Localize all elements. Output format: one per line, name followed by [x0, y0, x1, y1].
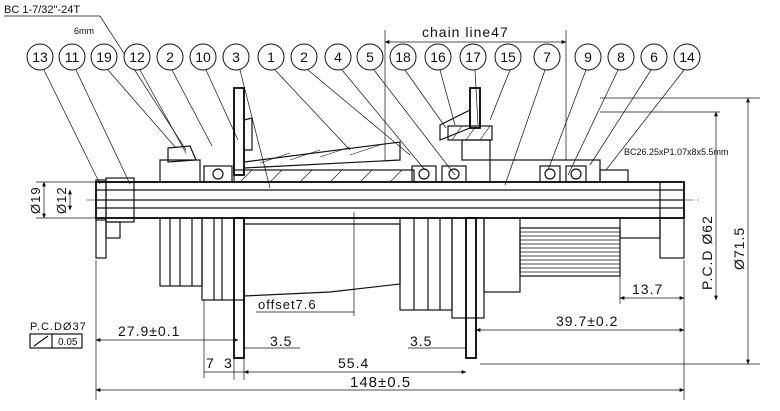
- dim-3-5-left: 3.5: [270, 333, 292, 349]
- callout-1: 1: [257, 43, 285, 71]
- dim-27-9: 27.9±0.1: [118, 323, 180, 339]
- callout-2b: 2: [290, 43, 318, 71]
- bottom-dims: offset7.6 27.9±0.1 P.C.DØ37 0.05 3.5 7 3…: [29, 212, 685, 400]
- svg-text:13: 13: [32, 49, 48, 65]
- callout-bubbles: 13 11 19 12 2 10 3 1 2 4 5 18 16 17 15 7…: [26, 43, 701, 71]
- svg-text:3: 3: [232, 49, 240, 65]
- svg-text:12: 12: [129, 49, 145, 65]
- bc-6mm-note: 6mm: [74, 26, 94, 36]
- dim-3-5-right: 3.5: [410, 333, 432, 349]
- svg-text:17: 17: [465, 49, 481, 65]
- svg-text:4: 4: [334, 49, 342, 65]
- svg-text:2: 2: [300, 49, 308, 65]
- svg-text:19: 19: [96, 49, 112, 65]
- svg-text:5: 5: [366, 49, 374, 65]
- svg-text:18: 18: [395, 49, 411, 65]
- svg-text:1: 1: [267, 49, 275, 65]
- dim-13-7: 13.7: [632, 281, 663, 297]
- svg-text:16: 16: [430, 49, 446, 65]
- callout-2a: 2: [156, 43, 184, 71]
- dim-39-7: 39.7±0.2: [556, 313, 618, 329]
- callout-15: 15: [494, 43, 522, 71]
- svg-text:9: 9: [584, 49, 592, 65]
- left-dims: Ø19 Ø12: [28, 181, 96, 219]
- dim-pcd-62: P.C.D Ø62: [699, 215, 715, 290]
- svg-text:8: 8: [617, 49, 625, 65]
- callout-4: 4: [324, 43, 352, 71]
- bc-thread-note: BC 1-7/32"-24T: [4, 4, 80, 16]
- dim-55-4: 55.4: [338, 355, 369, 371]
- callout-17: 17: [459, 43, 487, 71]
- callout-8: 8: [607, 43, 635, 71]
- chain-line-label: chain line47: [422, 24, 509, 40]
- callout-9: 9: [574, 43, 602, 71]
- dim-148: 148±0.5: [350, 374, 411, 391]
- svg-text:2: 2: [166, 49, 174, 65]
- callout-7: 7: [533, 43, 561, 71]
- hub-section: BC26.25xP1.07x8x5.5mm: [86, 87, 729, 223]
- dim-dia-19: Ø19: [28, 186, 43, 214]
- leader-lines: [43, 69, 685, 189]
- callout-10: 10: [189, 43, 217, 71]
- callout-14: 14: [673, 43, 701, 71]
- callout-3: 3: [222, 43, 250, 71]
- callout-18: 18: [389, 43, 417, 71]
- callout-12: 12: [123, 43, 151, 71]
- callout-11: 11: [58, 43, 86, 71]
- svg-text:6: 6: [650, 49, 658, 65]
- dim-dia-71-5: Ø71.5: [731, 227, 747, 270]
- svg-text:10: 10: [195, 49, 211, 65]
- right-dims: P.C.D Ø62 Ø71.5: [480, 97, 760, 365]
- dim-3: 3: [224, 355, 233, 371]
- runout-note: 0.05: [58, 337, 78, 348]
- svg-text:7: 7: [543, 49, 551, 65]
- dim-dia-12: Ø12: [54, 186, 69, 214]
- callout-13: 13: [26, 43, 54, 71]
- callout-19: 19: [90, 43, 118, 71]
- svg-text:11: 11: [65, 49, 80, 65]
- callout-5: 5: [356, 43, 384, 71]
- hub-exterior: [95, 217, 685, 359]
- svg-text:15: 15: [500, 49, 516, 65]
- bc-right-note: BC26.25xP1.07x8x5.5mm: [624, 147, 729, 157]
- svg-text:14: 14: [679, 49, 695, 65]
- dim-offset: offset7.6: [258, 297, 317, 312]
- callout-6: 6: [640, 43, 668, 71]
- pcd-37-note: P.C.DØ37: [30, 321, 87, 333]
- callout-16: 16: [424, 43, 452, 71]
- dim-7: 7: [206, 355, 215, 371]
